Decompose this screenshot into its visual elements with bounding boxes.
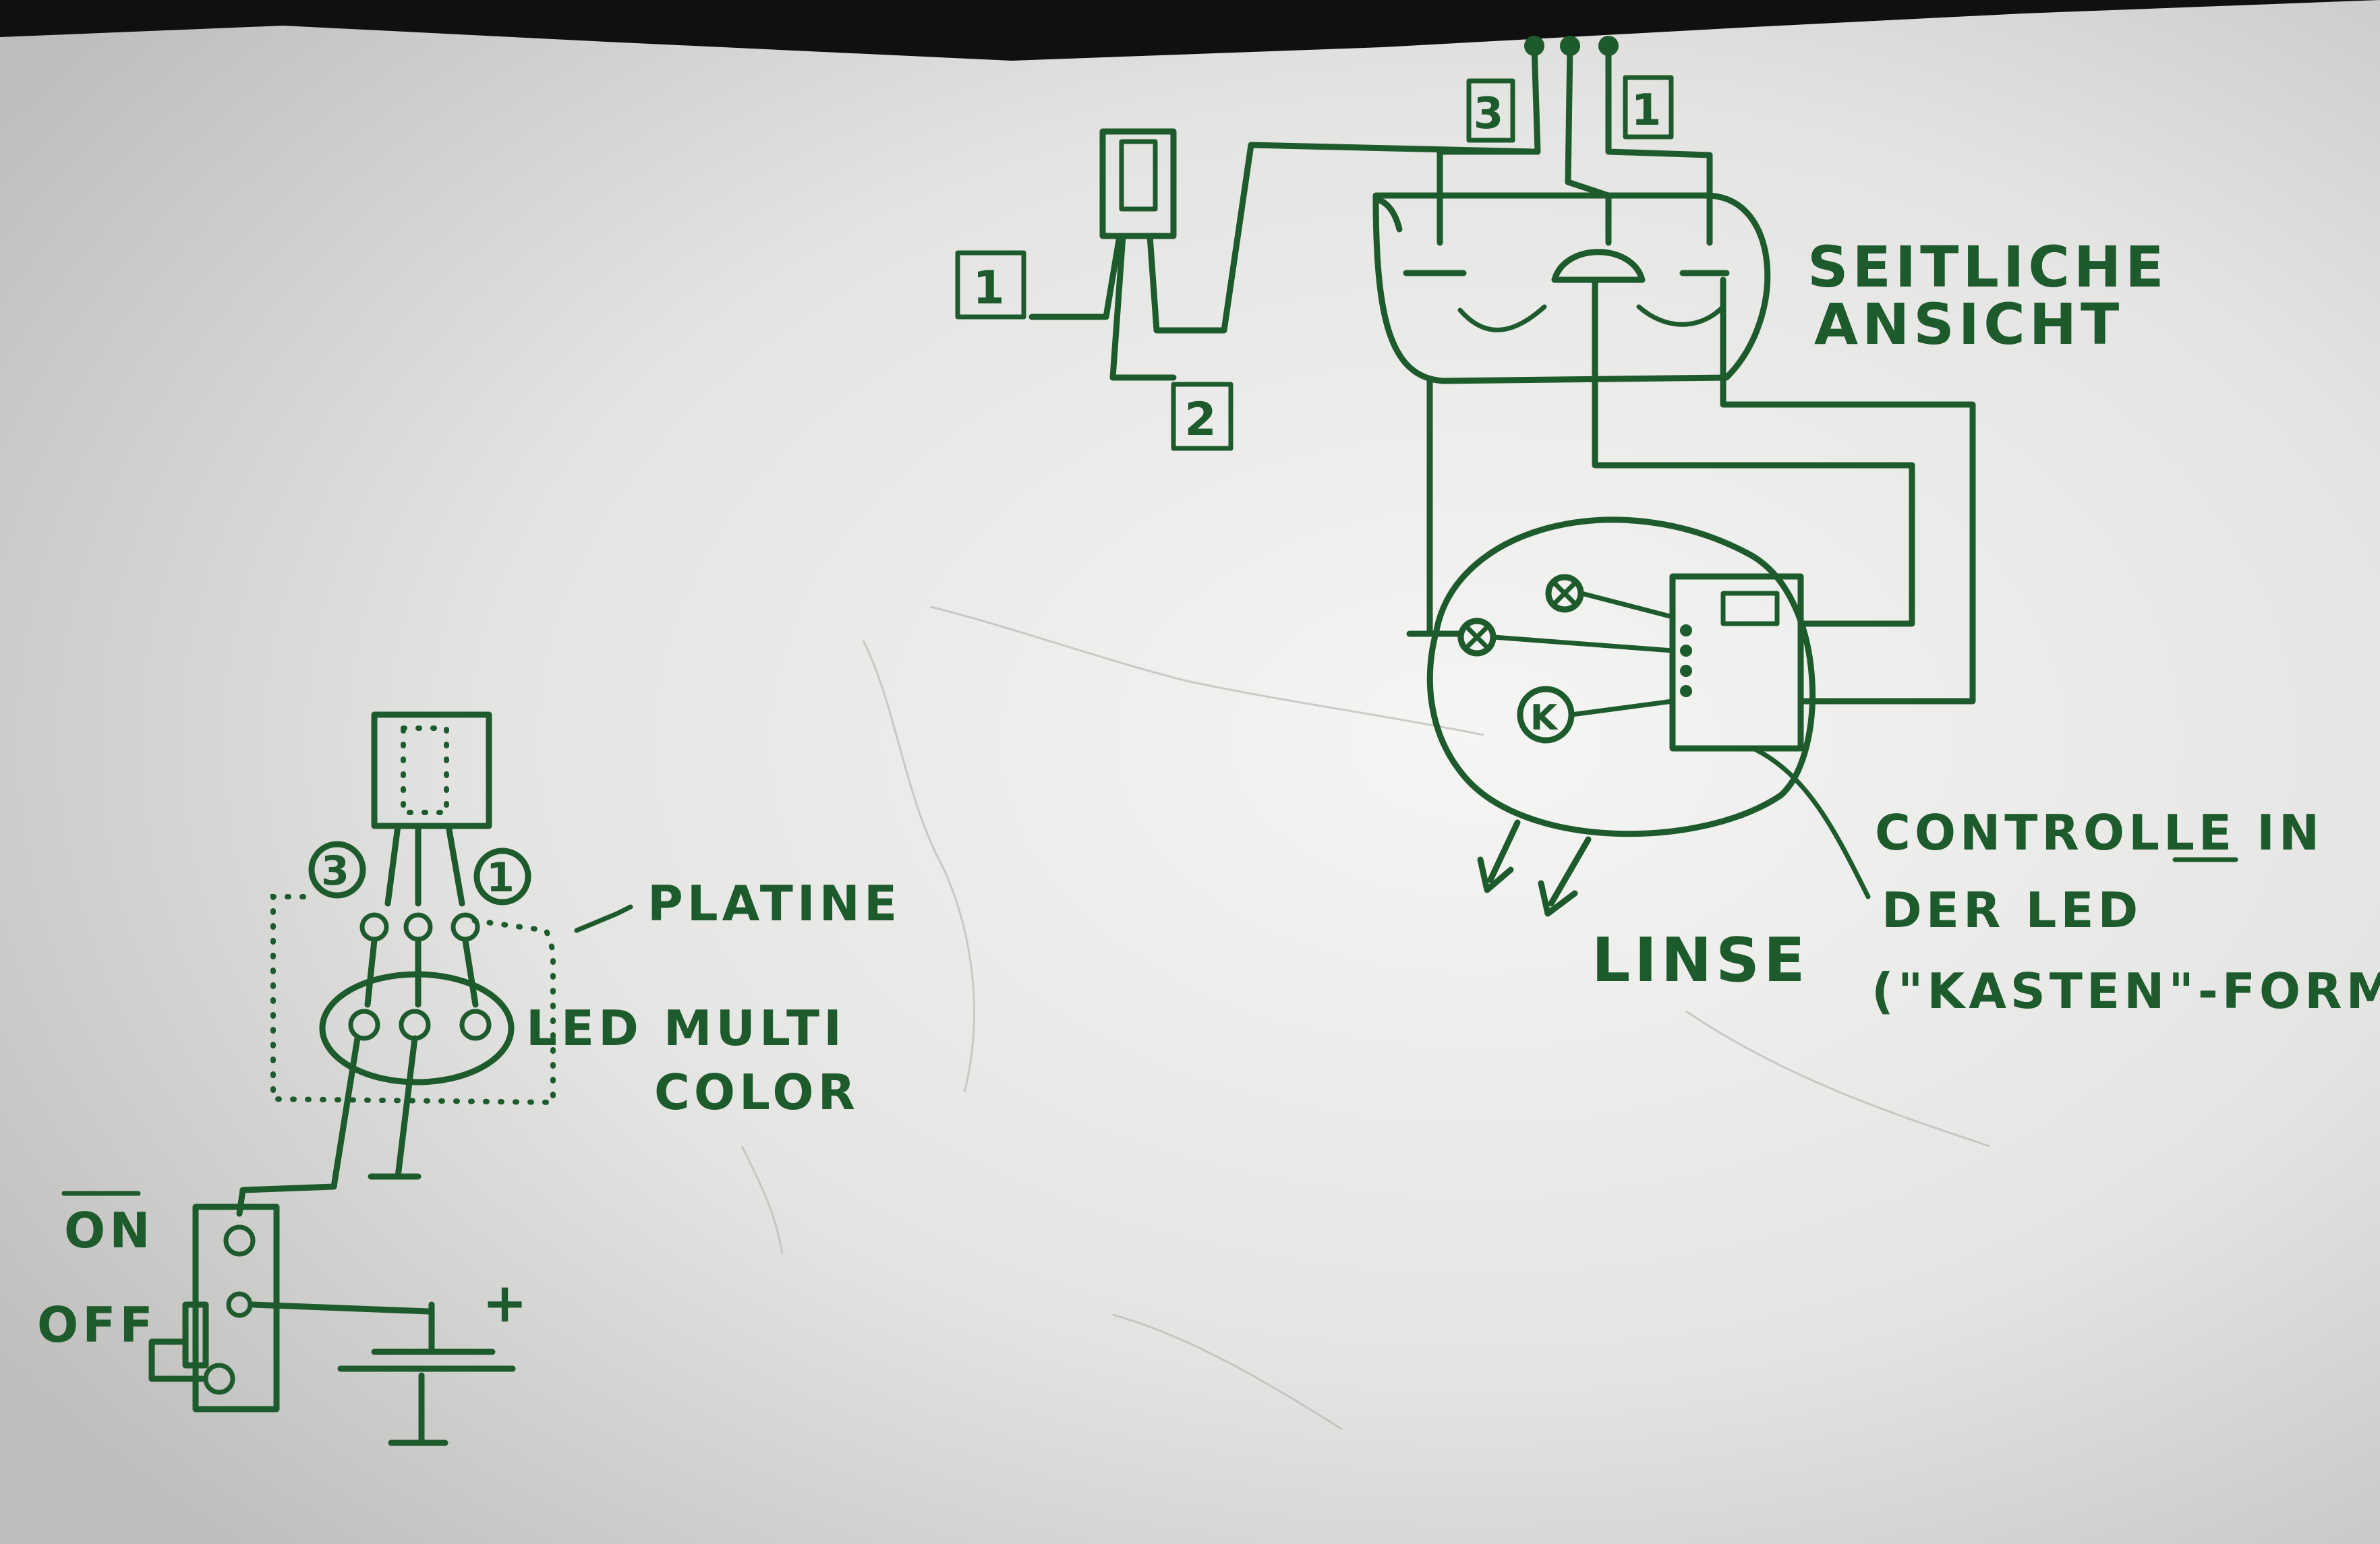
led-top-view: K LINSE CONTROLLE IN DER LED ("KASTEN"-F… [1406,516,2380,1019]
on-off-switch: ON OFF [37,1191,432,1413]
led-circuit-diagram: 3 1 PLATINE LED MULTI COLOR [37,711,901,1446]
led-side-housing [1372,192,1976,705]
svg-text:1: 1 [486,854,519,901]
pin-tip-right [1598,36,1619,56]
label-ansicht: ANSICHT [1814,291,2123,357]
svg-text:K: K [1530,698,1561,738]
pin-number-1: 1 [1631,86,1666,136]
side-view-diagram: 3 1 [955,36,2168,705]
battery-symbol: + [337,1272,531,1446]
switch-lever [182,1301,209,1369]
pin-number-3: 3 [1474,89,1508,139]
pin-tip-left [1524,36,1544,56]
label-on: ON [64,1202,154,1259]
label-led-multi: LED MULTI [526,1000,846,1057]
switch-body [1099,128,1177,239]
label-off: OFF [37,1297,157,1353]
svg-text:3: 3 [321,848,353,895]
led-dome [1551,249,1646,283]
label-controlle: CONTROLLE IN [1875,804,2323,861]
chip-window [1720,591,1780,626]
label-kasten-form: ("KASTEN"-FORM) [1871,963,2380,1019]
pin-tip-middle [1560,36,1580,56]
led-controller-chip [1669,573,1804,752]
label-der-led: DER LED [1882,882,2142,939]
svg-text:2: 2 [1184,393,1220,446]
light-arrows [1477,819,1592,917]
pin-label-1-bottom: 1 [473,848,531,905]
label-color: COLOR [654,1064,859,1121]
switch-window [1119,139,1158,212]
switch-top-body [371,711,492,829]
svg-text:1: 1 [973,262,1008,315]
pin-label-1-top: 1 [1623,75,1674,140]
switch-top: 1 2 [955,128,1538,451]
label-platine: PLATINE [647,875,901,932]
switch-pin-label-2: 2 [1171,382,1233,451]
label-plus: + [482,1272,531,1334]
label-linse: LINSE [1592,925,1809,996]
switch-pin-label-1: 1 [955,250,1026,320]
pin-label-3-top: 3 [1466,78,1515,143]
label-seitliche: SEITLICHE [1807,234,2168,300]
pin-label-3-bottom: 3 [308,841,366,899]
